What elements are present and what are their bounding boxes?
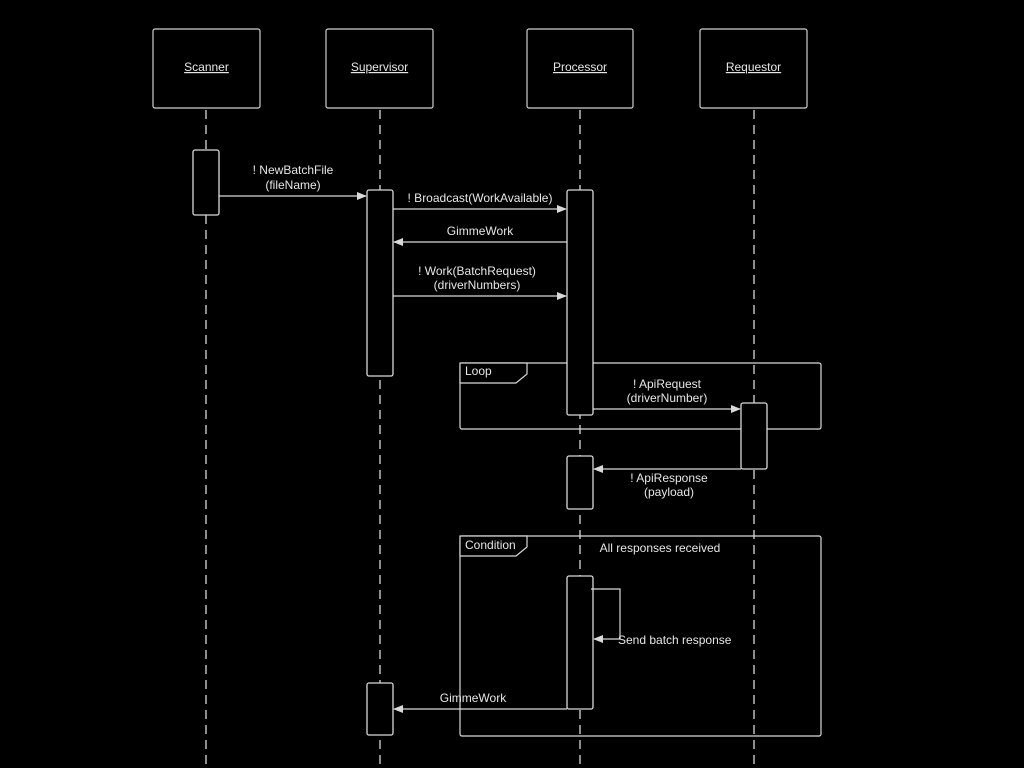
participant-label: Processor: [553, 60, 607, 74]
loop-frame[interactable]: Loop: [459, 362, 822, 430]
message-broadcast[interactable]: ! Broadcast(WorkAvailable): [393, 191, 567, 213]
message-work[interactable]: ! Work(BatchRequest) (driverNumbers): [393, 264, 567, 300]
message-gimme-work-1[interactable]: GimmeWork: [393, 224, 567, 246]
message-new-batch-file[interactable]: ! NewBatchFile (fileName): [219, 163, 367, 200]
message-label: (driverNumbers): [434, 278, 521, 292]
condition-frame-tab: [459, 535, 528, 557]
participant-box: [526, 28, 634, 109]
message-label: ! Work(BatchRequest): [418, 264, 536, 278]
loop-frame-border: [459, 362, 822, 430]
activation-supervisor-1: [366, 189, 394, 377]
loop-frame-tab: [459, 362, 528, 384]
message-label: (fileName): [265, 178, 320, 192]
message-label: GimmeWork: [440, 691, 507, 705]
participant-scanner[interactable]: Scanner: [152, 28, 261, 109]
participant-box: [699, 28, 808, 109]
participant-processor[interactable]: Processor: [526, 28, 634, 109]
loop-frame-label: Loop: [465, 364, 492, 378]
participant-label: Scanner: [184, 60, 229, 74]
message-gimme-work-2[interactable]: GimmeWork: [393, 691, 567, 713]
participant-box: [152, 28, 261, 109]
activation-supervisor-2: [366, 682, 394, 736]
participant-box: [325, 28, 434, 109]
message-send-batch-response[interactable]: Send batch response: [591, 588, 732, 647]
condition-guard-text: All responses received: [600, 541, 721, 555]
condition-frame-label: Condition: [465, 538, 516, 552]
message-label: (payload): [644, 485, 694, 499]
activation-scanner: [192, 149, 220, 216]
message-api-response[interactable]: ! ApiResponse (payload): [593, 465, 741, 499]
message-api-request[interactable]: ! ApiRequest (driverNumber): [593, 377, 741, 413]
message-label: ! ApiResponse: [630, 471, 708, 485]
message-arrow: [591, 588, 621, 643]
message-label: GimmeWork: [447, 224, 514, 238]
message-label: ! ApiRequest: [633, 377, 702, 391]
message-label: Send batch response: [618, 633, 732, 647]
activation-processor-2: [566, 455, 594, 510]
participant-label: Requestor: [726, 60, 781, 74]
participant-supervisor[interactable]: Supervisor: [325, 28, 434, 109]
participant-requestor[interactable]: Requestor: [699, 28, 808, 109]
message-label: ! NewBatchFile: [253, 163, 334, 177]
message-label: ! Broadcast(WorkAvailable): [408, 191, 553, 205]
condition-frame[interactable]: Condition All responses received: [459, 535, 822, 737]
participant-label: Supervisor: [351, 60, 408, 74]
message-label: (driverNumber): [627, 391, 708, 405]
activation-processor-3: [566, 575, 594, 710]
condition-frame-border: [459, 535, 822, 737]
activation-requestor: [740, 402, 768, 470]
activation-processor-1: [566, 189, 594, 416]
